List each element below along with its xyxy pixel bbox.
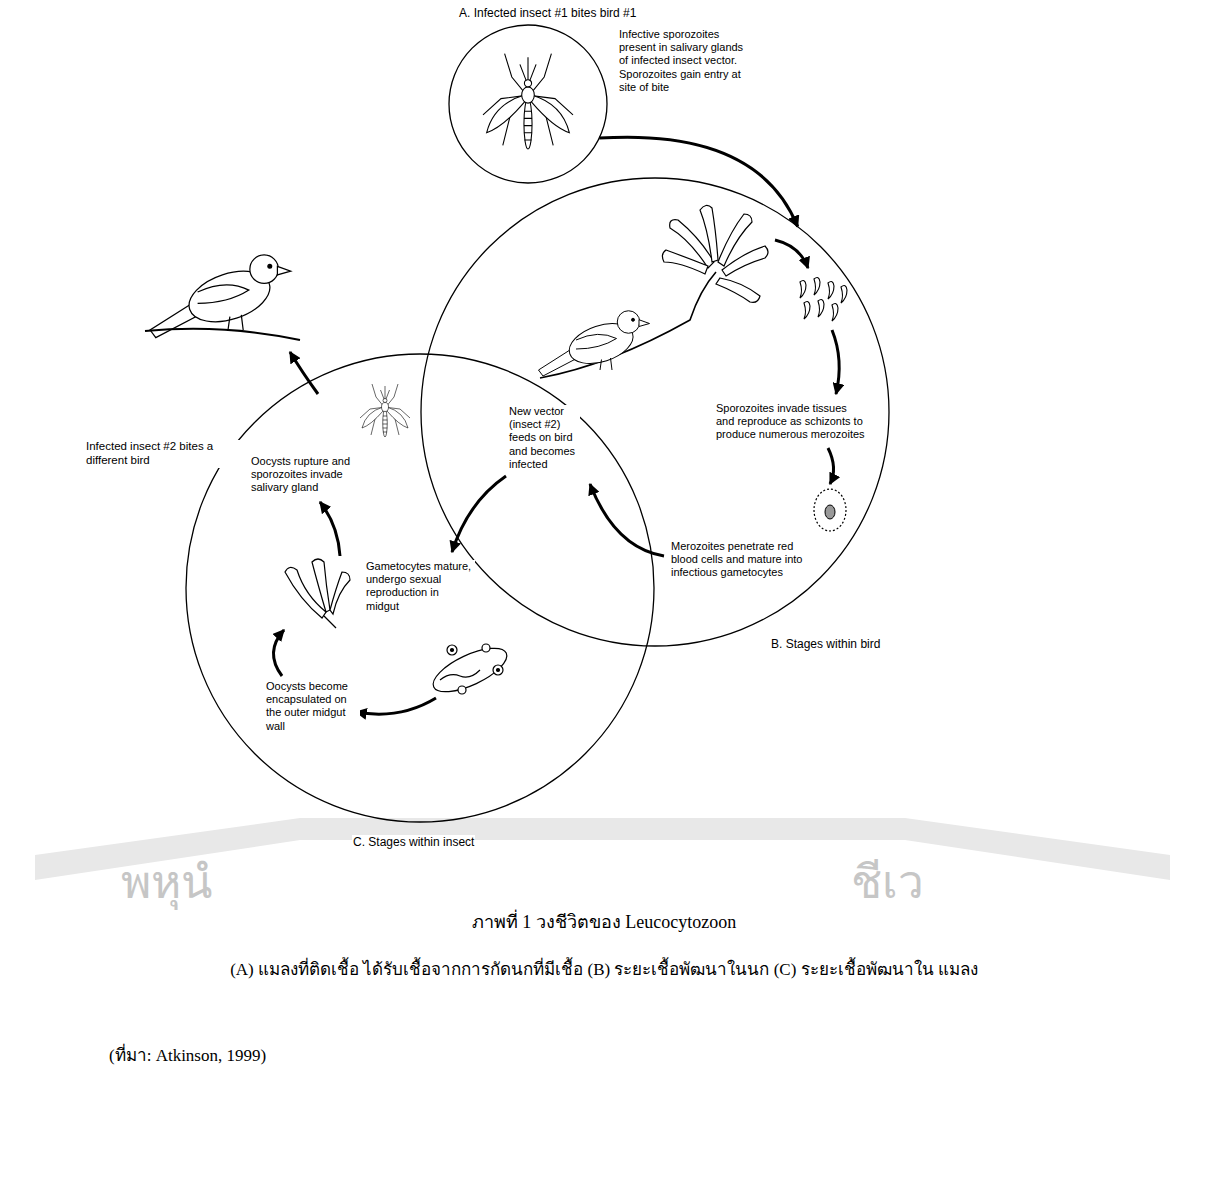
text-slot: (ที่มา: Atkinson, 1999) [108, 1042, 508, 1069]
infected-bird [539, 311, 650, 376]
cell-nucleus [825, 505, 835, 519]
flower-tube [662, 250, 708, 274]
red-blood-cell [814, 489, 846, 531]
circle-outline [448, 24, 608, 184]
watermark-text: ชีเว [850, 846, 925, 920]
text-slot: (A) แมลงที่ติดเชื้อ ได้รับเชื้อจากการกัด… [104, 956, 1104, 983]
flower-cluster [662, 205, 768, 302]
cycle-arrow [828, 448, 834, 484]
text-slot: Oocysts rupture and sporozoites invade s… [250, 455, 365, 495]
text-slot: Sporozoites invade tissues and reproduce… [715, 402, 867, 442]
cycle-arrow [590, 484, 664, 556]
label-text: (A) แมลงที่ติดเชื้อ ได้รับเชื้อจากการกัด… [229, 956, 979, 983]
text-slot: ชีเว [850, 846, 1030, 920]
text-slot: New vector (insect #2) feeds on bird and… [508, 405, 580, 472]
text-slot: C. Stages within insect [352, 832, 522, 850]
text-slot: Gametocytes mature, undergo sexual repro… [365, 560, 475, 614]
cycle-arrow [290, 352, 318, 394]
sporozoite [828, 282, 834, 299]
stage-circle: Sporozoites invade tissues and reproduce… [420, 177, 890, 647]
oocyst-dot [451, 649, 454, 652]
stage-text: Gametocytes mature, undergo sexual repro… [365, 560, 475, 613]
text-slot: ภาพที่ 1 วงชีวิตของ Leucocytozoon [0, 908, 1208, 937]
gland-lobe [330, 572, 350, 614]
infected-mosquito-1 [483, 54, 573, 149]
circle-line [186, 354, 654, 822]
text-slot: Oocysts become encapsulated on the outer… [265, 680, 360, 734]
watermark-text: พหุนํ [120, 846, 213, 920]
flower-tube [700, 205, 718, 262]
midgut-content [440, 670, 480, 680]
circle-line [449, 25, 607, 183]
midgut-wall [427, 640, 512, 701]
text-slot: Merozoites penetrate red blood cells and… [670, 540, 810, 580]
oocyst [482, 644, 490, 652]
branch [145, 329, 300, 340]
stage-text: Sporozoites invade tissues and reproduce… [715, 402, 867, 442]
stage-text: Merozoites penetrate red blood cells and… [670, 540, 810, 580]
stage-text: A. Infected insect #1 bites bird #1 [458, 6, 637, 20]
figure-caption: ภาพที่ 1 วงชีวิตของ Leucocytozoon [471, 908, 737, 937]
cycle-arrow [320, 502, 340, 556]
different-bird [150, 255, 291, 338]
oocyst [447, 645, 457, 655]
sporozoite [841, 286, 847, 303]
stage-text: B. Stages within bird [770, 637, 881, 651]
stage-text: New vector (insect #2) feeds on bird and… [508, 405, 580, 471]
stage-text: Oocysts rupture and sporozoites invade s… [250, 455, 365, 495]
oocyst [458, 686, 466, 694]
new-vector-mosquito [360, 384, 410, 437]
sporozoite [832, 304, 838, 321]
label-text: (ที่มา: Atkinson, 1999) [108, 1042, 267, 1069]
sporozoite [818, 300, 824, 317]
sporozoite [804, 302, 810, 319]
flower-tube [722, 246, 768, 276]
oocyst [493, 665, 503, 675]
sporozoite [800, 281, 806, 298]
stage-circle: New vector (insect #2) feeds on bird and… [185, 353, 655, 823]
circle-line [421, 178, 889, 646]
sporozoite [814, 278, 820, 295]
midgut [427, 640, 512, 701]
oocyst-dot [497, 669, 500, 672]
text-slot: พหุนํ [120, 846, 340, 920]
label-text: Infected insect #2 bites a different bir… [85, 440, 245, 468]
stage-text: Oocysts become encapsulated on the outer… [265, 680, 360, 733]
text-slot: A. Infected insect #1 bites bird #1 [458, 3, 718, 21]
cycle-arrow [832, 330, 839, 394]
stage-text: C. Stages within insect [352, 835, 475, 849]
text-slot: Infected insect #2 bites a different bir… [85, 440, 245, 468]
stage-circle: A. Infected insect #1 bites bird #1Infec… [448, 24, 608, 184]
flower-tube [716, 278, 760, 302]
cycle-arrow [775, 240, 808, 268]
gland-lobe [312, 559, 330, 612]
salivary-gland [285, 559, 350, 628]
text-slot: B. Stages within bird [770, 634, 920, 652]
cycle-arrow [273, 630, 284, 676]
stage-text: Infective sporozoites present in salivar… [618, 28, 753, 94]
gland-duct [324, 616, 336, 628]
cycle-arrow [356, 698, 436, 714]
text-slot: Infective sporozoites present in salivar… [618, 28, 753, 95]
